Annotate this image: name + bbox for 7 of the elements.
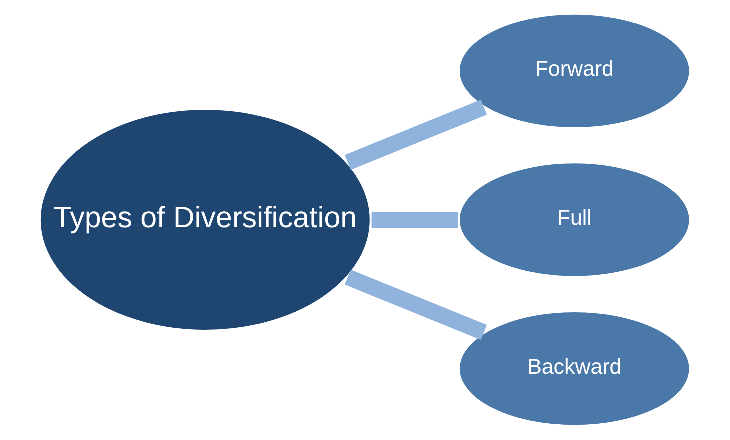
node-ellipse: Forward xyxy=(457,12,692,130)
connector xyxy=(372,212,458,228)
node-ellipse: Full xyxy=(457,161,692,279)
node-ellipse: Backward xyxy=(457,310,692,428)
connector xyxy=(344,270,488,340)
connector xyxy=(344,100,488,170)
node-ellipse: Types of Diversification xyxy=(38,107,373,333)
